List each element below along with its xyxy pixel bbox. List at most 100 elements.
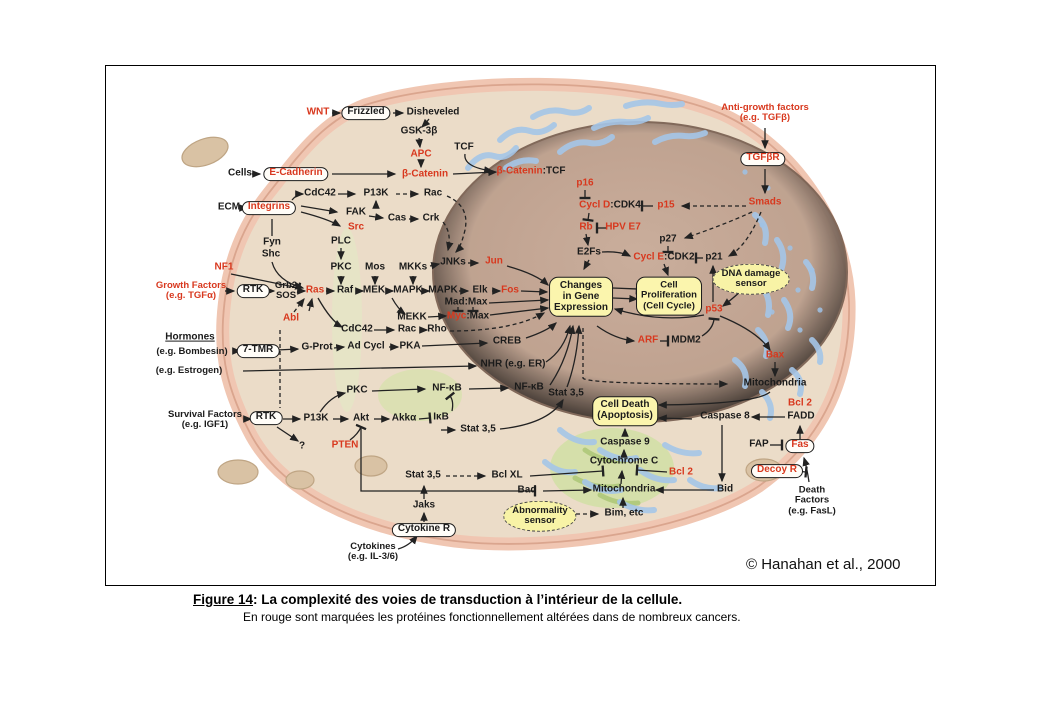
node-p53: p53 <box>705 303 723 315</box>
edge-32 <box>520 287 549 296</box>
edge-43 <box>429 262 441 270</box>
node-pkc-b: PKC <box>346 384 368 396</box>
node-p15: p15 <box>657 199 675 211</box>
edge-60 <box>549 324 576 386</box>
node-frizzled: Frizzled <box>341 106 391 120</box>
edge-15 <box>368 213 385 221</box>
node-myc-max: Myc:Max <box>446 310 490 322</box>
node-jnks: JNKs <box>440 256 466 268</box>
node-p13k-a: P13K <box>363 187 389 199</box>
edge-76 <box>397 534 418 550</box>
node-bcl2-right: Bcl 2 <box>788 397 812 409</box>
node-ad-cycl: Ad Cycl <box>347 340 385 352</box>
node-stat35-c: Stat 3,5 <box>405 469 441 481</box>
node-smads: Smads <box>748 196 782 208</box>
node-fyn: Fyn <box>263 236 281 248</box>
node-cytochrome-c: Cytochrome C <box>589 455 659 467</box>
node-cell-death-box: Cell Death (Apoptosis) <box>592 396 658 426</box>
cell-membrane <box>221 83 850 545</box>
node-p21: p21 <box>705 251 723 263</box>
node-rac-a: Rac <box>423 187 443 199</box>
node-fap: FAP <box>749 438 769 450</box>
node-abnormality-sensor: Abnormality sensor <box>503 500 577 532</box>
node-mkks: MKKs <box>398 261 428 273</box>
caption-figure-label: Figure 14 <box>193 592 254 607</box>
node-death-factors: Death Factors (e.g. FasL) <box>788 484 836 517</box>
node-bombesin: (e.g. Bombesin) <box>156 345 228 357</box>
node-cell-prolif-box: Cell Proliferation (Cell Cycle) <box>636 276 702 316</box>
node-tgfbr: TGFβR <box>740 152 786 166</box>
edge-64 <box>418 412 432 424</box>
edge-78 <box>529 465 605 477</box>
node-fadd: FADD <box>787 410 815 422</box>
node-rtk-b: RTK <box>249 411 283 425</box>
edge-58 <box>371 385 427 394</box>
edge-84 <box>657 414 693 423</box>
edge-68 <box>276 426 300 442</box>
node-pka: PKA <box>399 340 421 352</box>
node-mitochondria-bottom: Mitochondria <box>592 483 656 495</box>
node-pten: PTEN <box>331 439 359 451</box>
caption-subtitle: En rouge sont marquées les protéines fon… <box>243 610 741 624</box>
node-question: ? <box>298 440 306 452</box>
node-apc: APC <box>410 148 432 160</box>
node-caspase9: Caspase 9 <box>600 436 650 448</box>
node-cas: Cas <box>387 212 407 224</box>
edge-85 <box>657 391 771 409</box>
node-bax: Bax <box>765 349 785 361</box>
node-7-tmr: 7-TMR <box>236 344 280 358</box>
node-cdc42-b: CdC42 <box>341 323 373 335</box>
edge-111 <box>661 263 669 277</box>
edge-118 <box>582 328 729 388</box>
node-mekk: MEKK <box>397 311 427 323</box>
node-fak: FAK <box>346 206 366 218</box>
edge-17 <box>442 221 454 252</box>
copyright-text: © Hanahan et al., 2000 <box>746 556 901 573</box>
node-cytokine-r: Cytokine R <box>391 523 457 537</box>
caption-title: Figure 14: La complexité des voies de tr… <box>193 592 913 607</box>
node-raf: Raf <box>336 284 354 296</box>
node-beta-catenin: β-Catenin <box>401 168 449 180</box>
node-tcf: TCF <box>454 141 474 153</box>
node-g-prot: G-Prot <box>301 341 333 353</box>
node-bcl2-center: Bcl 2 <box>669 466 693 478</box>
edge-112 <box>612 283 639 295</box>
edge-79 <box>635 464 668 476</box>
node-ikb: IκB <box>433 411 449 423</box>
node-dna-damage-sensor: DNA damage sensor <box>712 263 790 295</box>
node-mdm2: MDM2 <box>671 334 701 346</box>
node-e2fs: E2Fs <box>577 246 601 258</box>
edge-51 <box>276 345 300 354</box>
edge-116 <box>596 325 636 344</box>
edge-11 <box>291 190 305 201</box>
node-cdc42-a: CdC42 <box>304 187 336 199</box>
node-jaks: Jaks <box>412 499 436 511</box>
edge-59 <box>468 384 510 392</box>
edge-102 <box>582 233 591 247</box>
node-bcl-xl: Bcl XL <box>491 469 523 481</box>
edge-113 <box>612 294 639 303</box>
node-p16: p16 <box>576 177 594 189</box>
node-nfkb-2: NF-κB <box>514 381 544 393</box>
node-caspase8: Caspase 8 <box>700 410 750 422</box>
node-cycl-d-cdk4: Cycl D:CDK4 <box>579 199 641 211</box>
node-bid: Bid <box>716 483 734 495</box>
node-survival-factors: Survival Factors (e.g. IGF1) <box>168 408 242 430</box>
edge-44 <box>317 297 344 328</box>
node-ras: Ras <box>305 284 325 296</box>
edge-73 <box>499 398 564 430</box>
node-beta-catenin-tcf: β-Catenin:TCF <box>496 165 566 177</box>
edge-2 <box>421 118 431 128</box>
caption-title-text: : La complexité des voies de transductio… <box>253 592 683 607</box>
node-changes-box: Changes in Gene Expression <box>549 276 613 318</box>
edge-35 <box>488 296 550 305</box>
edge-70 <box>319 390 347 413</box>
node-e-cadherin: E-Cadherin <box>263 167 329 181</box>
edge-100 <box>582 212 594 222</box>
edge-115 <box>701 317 720 337</box>
node-creb: CREB <box>492 335 522 347</box>
organelles <box>181 99 824 514</box>
edge-54 <box>421 339 489 348</box>
node-estrogen: (e.g. Estrogen) <box>155 364 223 376</box>
edge-33 <box>391 297 407 315</box>
